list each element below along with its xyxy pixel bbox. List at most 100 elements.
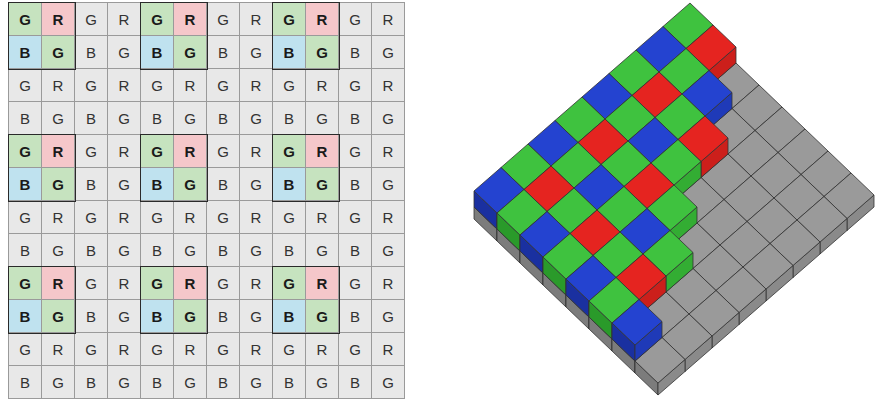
filter-cell: G — [372, 300, 405, 333]
filter-cell: R — [174, 3, 207, 36]
filter-cell: B — [339, 234, 372, 267]
filter-letter: G — [151, 209, 163, 226]
filter-cell: G — [273, 201, 306, 234]
filter-letter: B — [284, 374, 294, 391]
filter-cell: G — [141, 333, 174, 366]
filter-letter: G — [250, 110, 262, 127]
filter-cell: G — [339, 333, 372, 366]
filter-cell: B — [141, 300, 174, 333]
filter-cell: B — [75, 234, 108, 267]
filter-cell: G — [372, 168, 405, 201]
filter-letter: B — [218, 110, 228, 127]
filter-cell: G — [273, 69, 306, 102]
filter-letter: G — [382, 242, 394, 259]
filter-letter: G — [19, 341, 31, 358]
filter-letter: G — [184, 308, 196, 325]
filter-cell: R — [42, 69, 75, 102]
filter-cell: G — [108, 36, 141, 69]
filter-cell: R — [306, 69, 339, 102]
filter-letter: R — [383, 77, 394, 94]
filter-letter: G — [151, 341, 163, 358]
filter-letter: B — [350, 242, 360, 259]
filter-cell: R — [240, 135, 273, 168]
filter-cell: B — [207, 102, 240, 135]
filter-letter: G — [250, 44, 262, 61]
filter-letter: B — [86, 110, 96, 127]
filter-letter: G — [250, 308, 262, 325]
filter-cell: G — [240, 366, 273, 399]
filter-letter: G — [52, 308, 64, 325]
filter-letter: G — [85, 341, 97, 358]
highlight-block: GRBG — [141, 267, 207, 333]
filter-letter: G — [382, 176, 394, 193]
filter-cell: R — [174, 69, 207, 102]
filter-letter: B — [20, 242, 30, 259]
filter-cell: R — [108, 201, 141, 234]
filter-cell: G — [339, 267, 372, 300]
filter-cell: R — [240, 333, 273, 366]
filter-letter: G — [85, 275, 97, 292]
filter-letter: G — [283, 341, 295, 358]
filter-letter: G — [382, 44, 394, 61]
filter-letter: B — [86, 44, 96, 61]
filter-cell: R — [306, 201, 339, 234]
filter-cell: G — [273, 333, 306, 366]
filter-cell: G — [42, 300, 75, 333]
filter-cell: B — [9, 366, 42, 399]
filter-letter: G — [19, 143, 31, 160]
filter-letter: G — [184, 374, 196, 391]
filter-cell: R — [240, 69, 273, 102]
filter-cell: R — [42, 201, 75, 234]
filter-cell: R — [42, 3, 75, 36]
filter-letter: R — [119, 77, 130, 94]
filter-letter: G — [217, 209, 229, 226]
highlight-block: GRBG — [273, 135, 339, 201]
filter-letter: R — [119, 209, 130, 226]
filter-letter: R — [383, 143, 394, 160]
filter-letter: R — [119, 275, 130, 292]
filter-letter: B — [86, 308, 96, 325]
filter-letter: B — [218, 308, 228, 325]
filter-cell: G — [372, 234, 405, 267]
filter-cell: R — [306, 3, 339, 36]
filter-letter: G — [118, 110, 130, 127]
filter-cell: G — [207, 3, 240, 36]
filter-letter: B — [218, 242, 228, 259]
filter-letter: B — [284, 308, 295, 325]
filter-letter: G — [118, 308, 130, 325]
filter-letter: G — [316, 176, 328, 193]
filter-letter: R — [251, 275, 262, 292]
filter-letter: R — [251, 143, 262, 160]
filter-cell: R — [174, 135, 207, 168]
filter-letter: R — [383, 275, 394, 292]
filter-letter: G — [283, 275, 295, 292]
filter-letter: B — [152, 374, 162, 391]
filter-cell: G — [240, 36, 273, 69]
filter-cell: G — [75, 333, 108, 366]
filter-cell: G — [9, 201, 42, 234]
filter-cell: G — [306, 102, 339, 135]
filter-cell: R — [306, 267, 339, 300]
filter-cell: B — [339, 168, 372, 201]
filter-cell: G — [141, 135, 174, 168]
filter-cell: G — [372, 102, 405, 135]
filter-cell: G — [273, 3, 306, 36]
filter-cell: G — [207, 201, 240, 234]
filter-letter: G — [118, 374, 130, 391]
filter-cell: R — [372, 135, 405, 168]
filter-letter: G — [184, 242, 196, 259]
filter-cell: G — [306, 300, 339, 333]
filter-cell: B — [273, 168, 306, 201]
highlight-block: GRBG — [141, 135, 207, 201]
filter-letter: G — [283, 11, 295, 28]
bayer-grid: GRGRGRBGBGBGGRGRGRGRGRGRBGBGBGBGBGBGGRGR… — [8, 2, 405, 399]
highlight-block: GRBG — [273, 3, 339, 69]
filter-cell: G — [9, 3, 42, 36]
filter-letter: R — [53, 11, 64, 28]
filter-cell: R — [372, 69, 405, 102]
filter-letter: G — [316, 308, 328, 325]
filter-letter: G — [118, 176, 130, 193]
filter-cell: R — [108, 69, 141, 102]
filter-cell: G — [174, 102, 207, 135]
filter-letter: B — [152, 176, 163, 193]
